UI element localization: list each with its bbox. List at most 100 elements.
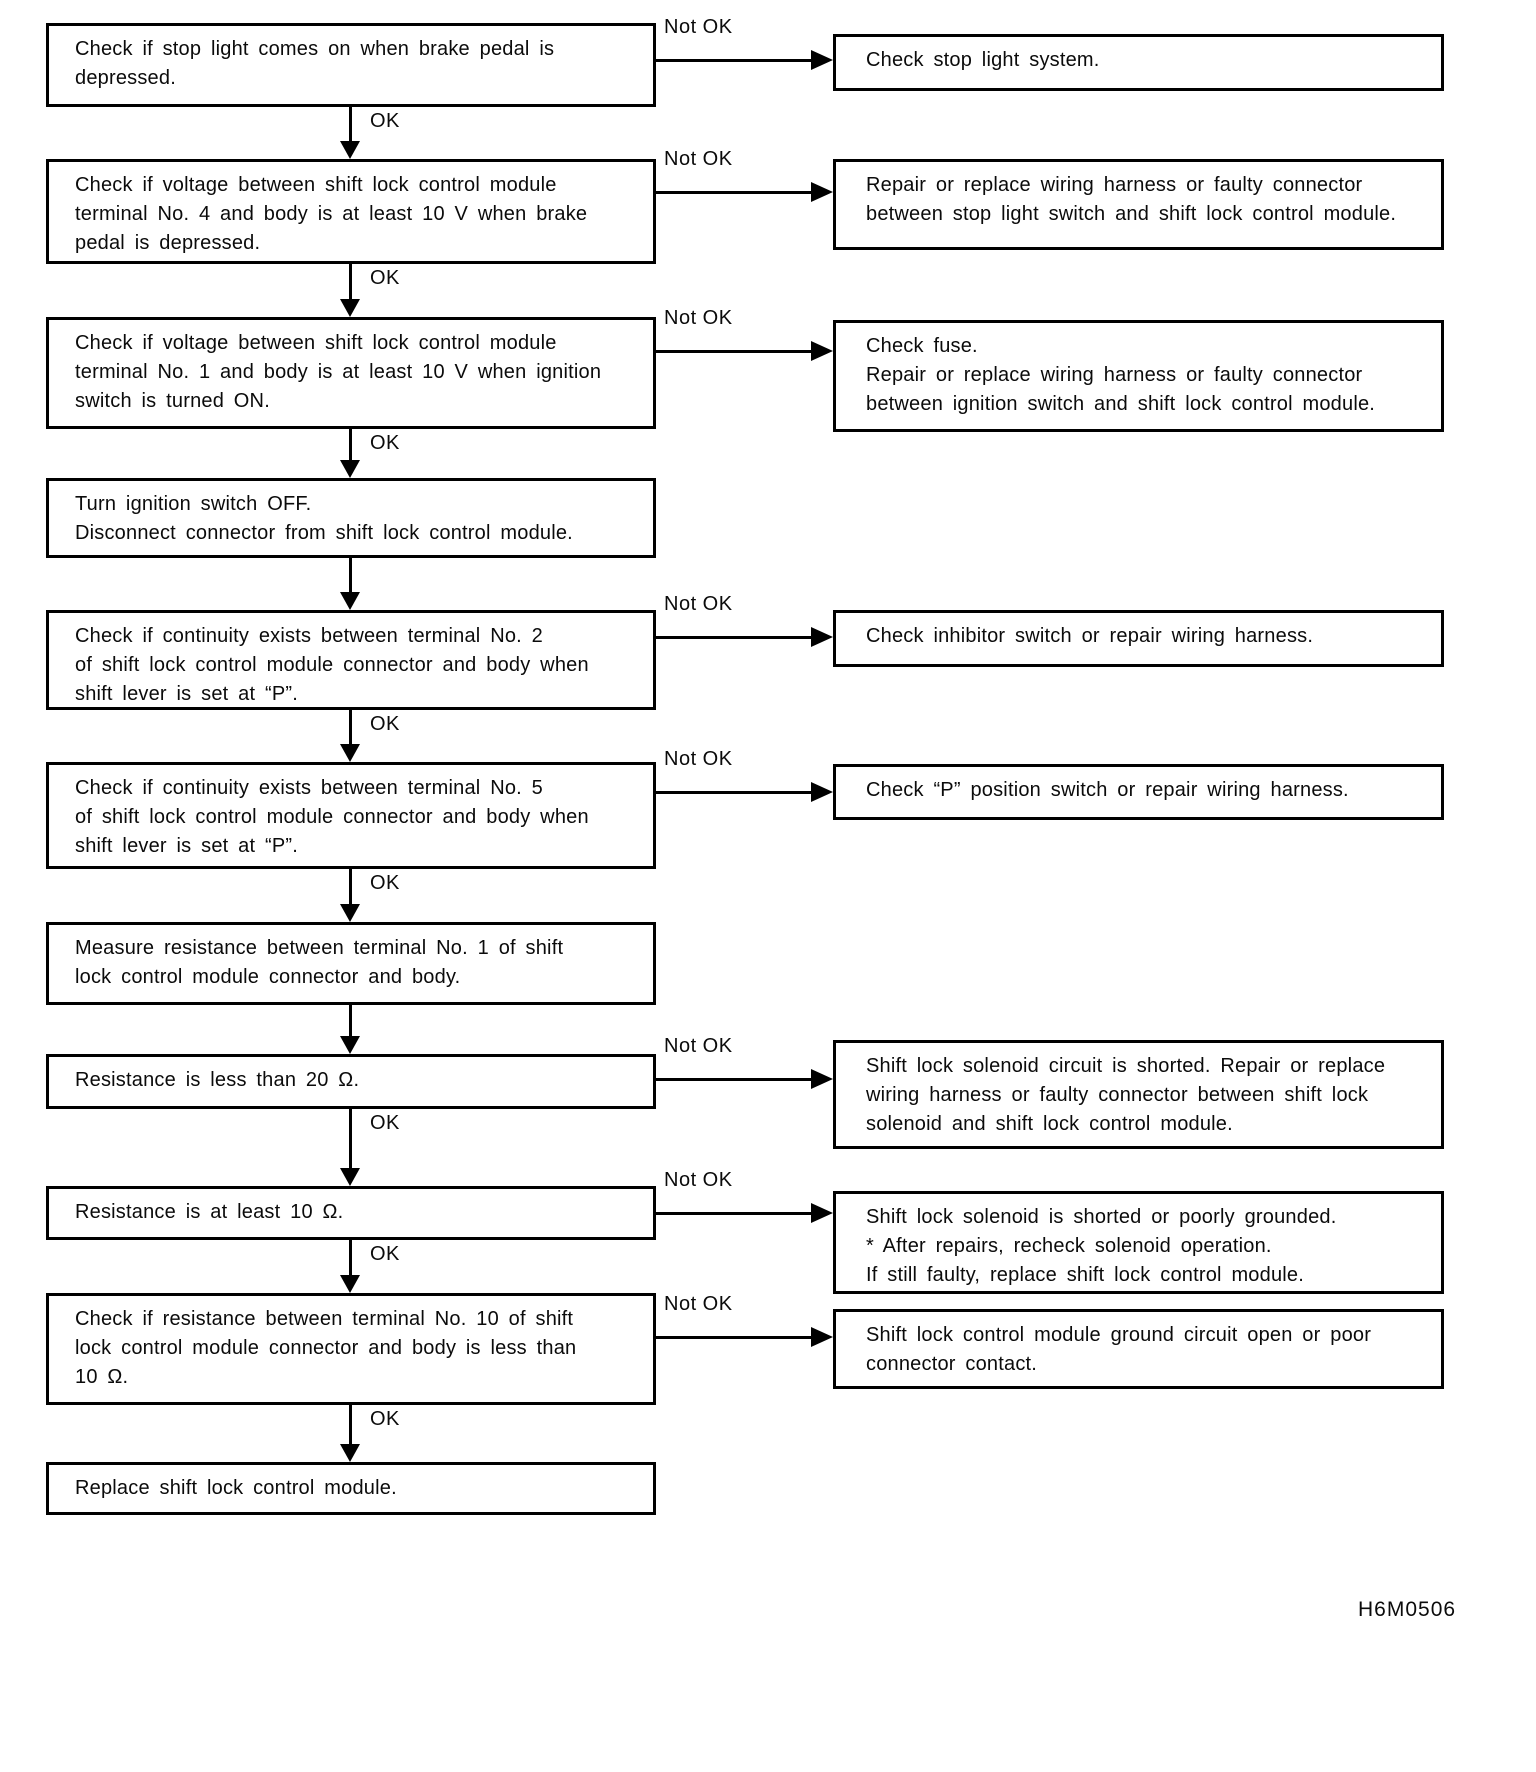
arrow-head-right-icon xyxy=(811,782,833,802)
ok-label: OK xyxy=(370,1112,400,1134)
arrow-not-ok-6: Not OK xyxy=(656,1035,833,1090)
step-box-resistance-less-than-20: Resistance is less than 20 Ω. xyxy=(46,1054,656,1109)
step-text: Resistance is at least 10 Ω. xyxy=(75,1201,344,1223)
step-text: Resistance is less than 20 Ω. xyxy=(75,1069,360,1091)
step-text: Check if stop light comes on when brake … xyxy=(75,38,555,60)
arrow-head-down-icon xyxy=(340,1036,360,1054)
result-text: between ignition switch and shift lock c… xyxy=(866,393,1376,415)
result-text: If still faulty, replace shift lock cont… xyxy=(866,1264,1304,1286)
arrow-head-right-icon xyxy=(811,1203,833,1223)
arrow-down-ok-1: OK xyxy=(340,107,399,159)
result-text: connector contact. xyxy=(866,1353,1038,1375)
step-text: lock control module connector and body. xyxy=(75,966,461,988)
result-box-check-stop-light-system: Check stop light system. xyxy=(833,34,1444,91)
arrow-head-down-icon xyxy=(340,141,360,159)
arrow-line xyxy=(349,710,352,746)
result-text: wiring harness or faulty connector betwe… xyxy=(866,1084,1369,1106)
arrow-not-ok-2: Not OK xyxy=(656,148,833,203)
arrow-not-ok-3: Not OK xyxy=(656,307,833,362)
result-box-solenoid-circuit-shorted: Shift lock solenoid circuit is shorted. … xyxy=(833,1040,1444,1149)
arrow-not-ok-4: Not OK xyxy=(656,593,833,648)
arrow-down-ok-2: OK xyxy=(340,264,399,317)
not-ok-label: Not OK xyxy=(664,148,733,170)
step-text: Check if voltage between shift lock cont… xyxy=(75,332,557,354)
step-box-check-continuity-terminal-5: Check if continuity exists between termi… xyxy=(46,762,656,869)
step-box-replace-module: Replace shift lock control module. xyxy=(46,1462,656,1515)
result-box-check-fuse: Check fuse. Repair or replace wiring har… xyxy=(833,320,1444,432)
not-ok-label: Not OK xyxy=(664,1169,733,1191)
result-text: Repair or replace wiring harness or faul… xyxy=(866,174,1363,196)
result-text: * After repairs, recheck solenoid operat… xyxy=(866,1235,1272,1257)
arrow-line xyxy=(656,59,811,62)
arrow-head-right-icon xyxy=(811,627,833,647)
not-ok-label: Not OK xyxy=(664,307,733,329)
arrow-line xyxy=(656,1212,811,1215)
not-ok-label: Not OK xyxy=(664,748,733,770)
arrow-head-right-icon xyxy=(811,1327,833,1347)
step-box-resistance-at-least-10: Resistance is at least 10 Ω. xyxy=(46,1186,656,1240)
arrow-head-down-icon xyxy=(340,592,360,610)
step-text: Check if continuity exists between termi… xyxy=(75,777,543,799)
arrow-line xyxy=(349,1109,352,1170)
arrow-head-right-icon xyxy=(811,1069,833,1089)
arrow-head-down-icon xyxy=(340,1444,360,1462)
arrow-down-ok-10: OK xyxy=(340,1405,399,1462)
arrow-head-down-icon xyxy=(340,744,360,762)
arrow-down-7 xyxy=(340,1005,361,1054)
step-text: pedal is depressed. xyxy=(75,232,261,254)
step-text: Disconnect connector from shift lock con… xyxy=(75,522,573,544)
step-text: shift lever is set at “P”. xyxy=(75,835,299,857)
arrow-not-ok-8: Not OK xyxy=(656,1293,833,1348)
arrow-line xyxy=(349,558,352,594)
result-text: solenoid and shift lock control module. xyxy=(866,1113,1233,1135)
step-text: 10 Ω. xyxy=(75,1366,129,1388)
result-text: Check stop light system. xyxy=(866,49,1100,71)
step-box-check-voltage-terminal-4: Check if voltage between shift lock cont… xyxy=(46,159,656,264)
step-text: Check if resistance between terminal No.… xyxy=(75,1308,574,1330)
arrow-line xyxy=(656,636,811,639)
arrow-line xyxy=(349,107,352,143)
step-box-turn-ignition-off: Turn ignition switch OFF. Disconnect con… xyxy=(46,478,656,558)
arrow-down-ok-9: OK xyxy=(340,1240,399,1293)
step-text: Measure resistance between terminal No. … xyxy=(75,937,564,959)
ok-label: OK xyxy=(370,267,400,289)
arrow-head-down-icon xyxy=(340,904,360,922)
step-box-check-resistance-terminal-10: Check if resistance between terminal No.… xyxy=(46,1293,656,1405)
result-text: Repair or replace wiring harness or faul… xyxy=(866,364,1363,386)
arrow-line xyxy=(349,1405,352,1446)
step-box-check-continuity-terminal-2: Check if continuity exists between termi… xyxy=(46,610,656,710)
step-box-measure-resistance: Measure resistance between terminal No. … xyxy=(46,922,656,1005)
result-box-solenoid-shorted-or-grounded: Shift lock solenoid is shorted or poorly… xyxy=(833,1191,1444,1294)
arrow-down-ok-3: OK xyxy=(340,429,399,478)
not-ok-label: Not OK xyxy=(664,593,733,615)
arrow-head-down-icon xyxy=(340,460,360,478)
step-text: Check if voltage between shift lock cont… xyxy=(75,174,557,196)
not-ok-label: Not OK xyxy=(664,1035,733,1057)
step-text: terminal No. 1 and body is at least 10 V… xyxy=(75,361,602,383)
step-text: shift lever is set at “P”. xyxy=(75,683,299,705)
arrow-head-right-icon xyxy=(811,182,833,202)
step-text: Check if continuity exists between termi… xyxy=(75,625,543,647)
result-text: Shift lock control module ground circuit… xyxy=(866,1324,1372,1346)
arrow-line xyxy=(349,869,352,906)
result-text: Check inhibitor switch or repair wiring … xyxy=(866,625,1314,647)
step-text: lock control module connector and body i… xyxy=(75,1337,577,1359)
step-text: switch is turned ON. xyxy=(75,390,270,412)
arrow-down-4 xyxy=(340,558,361,610)
arrow-down-ok-8: OK xyxy=(340,1109,399,1186)
result-text: Check “P” position switch or repair wiri… xyxy=(866,779,1349,801)
result-box-check-inhibitor-switch: Check inhibitor switch or repair wiring … xyxy=(833,610,1444,667)
arrow-line xyxy=(656,191,811,194)
arrow-line xyxy=(656,791,811,794)
result-box-repair-stop-light-wiring: Repair or replace wiring harness or faul… xyxy=(833,159,1444,250)
result-box-check-p-position-switch: Check “P” position switch or repair wiri… xyxy=(833,764,1444,820)
arrow-not-ok-7: Not OK xyxy=(656,1169,833,1224)
result-text: between stop light switch and shift lock… xyxy=(866,203,1397,225)
arrow-head-right-icon xyxy=(811,341,833,361)
ok-label: OK xyxy=(370,110,400,132)
arrow-line xyxy=(349,1005,352,1038)
step-text: Turn ignition switch OFF. xyxy=(75,493,312,515)
arrow-down-ok-5: OK xyxy=(340,710,399,762)
step-box-check-voltage-terminal-1: Check if voltage between shift lock cont… xyxy=(46,317,656,429)
